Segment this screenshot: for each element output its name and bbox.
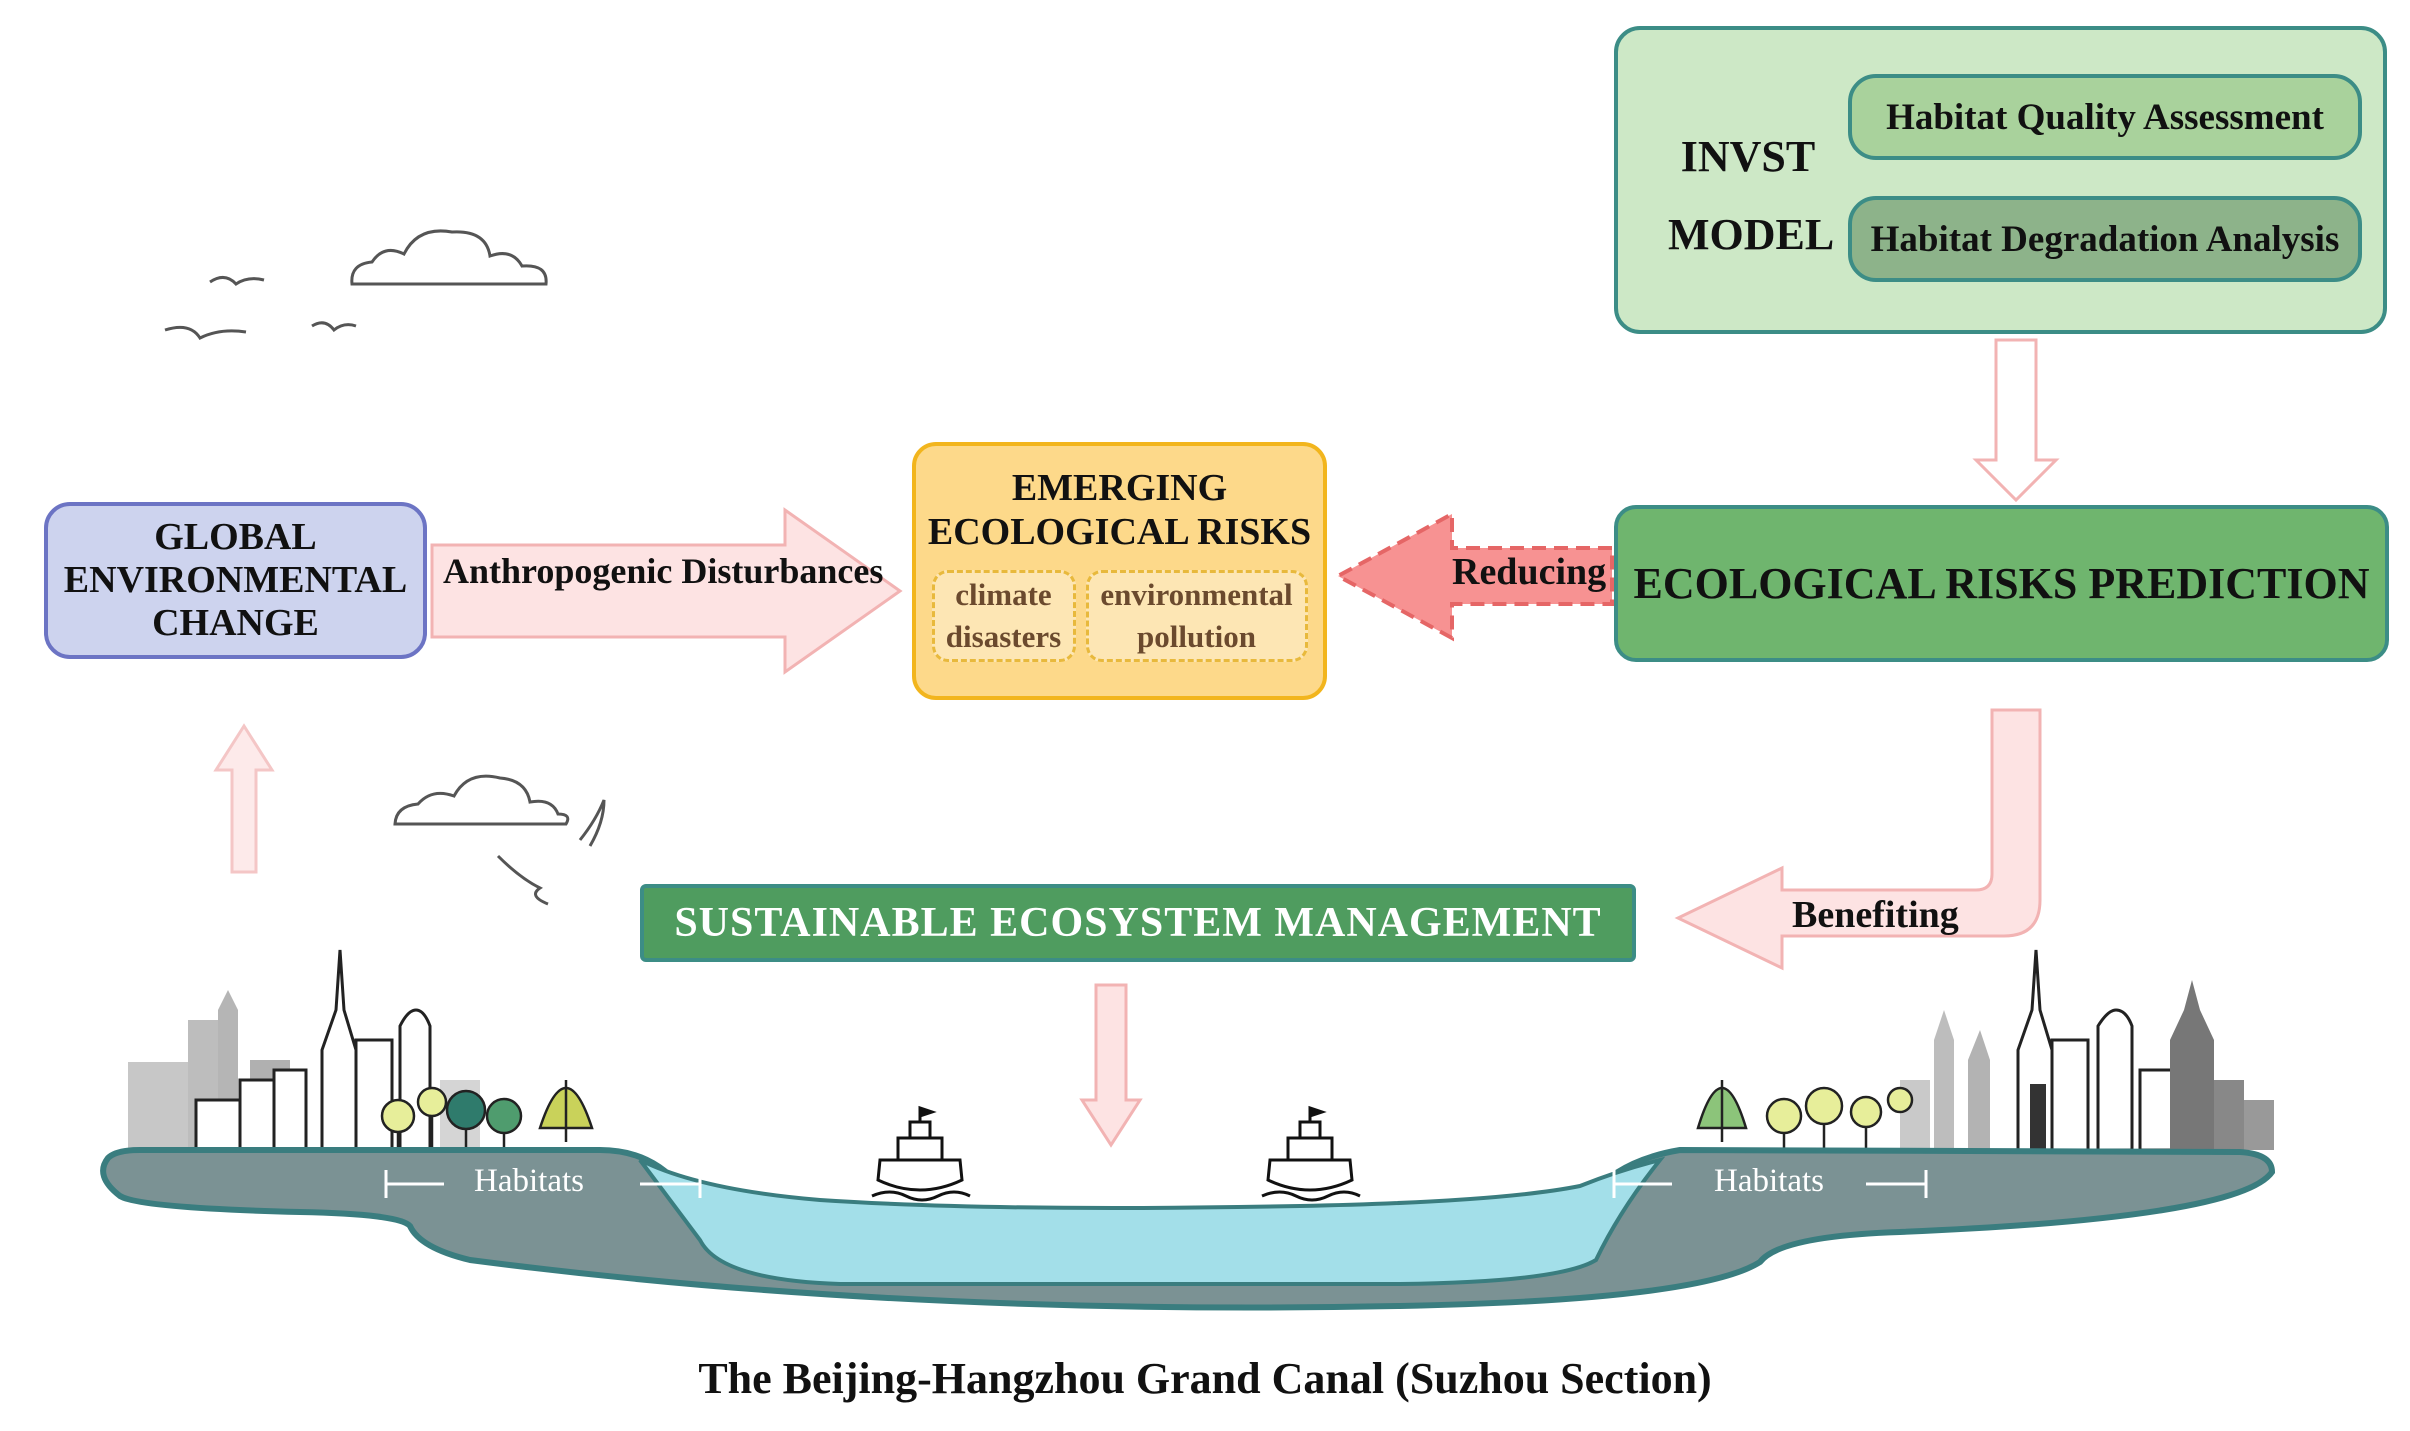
canal-water [638, 1156, 1666, 1286]
anthropogenic-arrow [430, 507, 903, 675]
benefiting-label: Benefiting [1792, 894, 1959, 936]
global-environmental-change-box: GLOBAL ENVIRONMENTAL CHANGE [44, 502, 427, 659]
climate-line-2: disasters [945, 619, 1062, 654]
emerging-title: EMERGING ECOLOGICAL RISKS [928, 466, 1311, 554]
invst-model-label: INVST MODEL [1668, 118, 1835, 274]
bird-icons [164, 276, 606, 906]
habitat-bracket-left [384, 1170, 702, 1198]
emerging-title-line-1: EMERGING [1011, 467, 1228, 509]
climate-line-1: climate [955, 577, 1052, 612]
left-trees [380, 1080, 594, 1150]
sustainable-ecosystem-management-box: SUSTAINABLE ECOSYSTEM MANAGEMENT [640, 884, 1636, 962]
reducing-label: Reducing [1452, 551, 1607, 593]
left-city-skyline [128, 949, 480, 1152]
habitat-quality-assessment-pill: Habitat Quality Assessment [1848, 74, 2362, 160]
global-line-3: CHANGE [152, 602, 319, 644]
anthropogenic-disturbances-label: Anthropogenic Disturbances [443, 551, 884, 591]
ship-icon-left [871, 1105, 971, 1202]
right-city-skyline [1900, 949, 2274, 1152]
invst-model-box: INVST MODEL Habitat Quality Assessment H… [1614, 26, 2387, 334]
invst-label-line-1: INVST [1680, 132, 1816, 181]
cloud-mid-icon [393, 774, 570, 826]
invst-label-line-2: MODEL [1668, 210, 1835, 259]
reducing-arrow [1333, 510, 1614, 642]
pollution-line-2: pollution [1137, 619, 1256, 654]
invst-down-arrow [1972, 338, 2060, 503]
pollution-line-1: environmental [1100, 577, 1293, 612]
figure-caption: The Beijing-Hangzhou Grand Canal (Suzhou… [698, 1354, 1712, 1403]
habitat-bracket-right [1612, 1170, 1928, 1198]
global-line-1: GLOBAL [154, 516, 317, 558]
benefiting-arrow [1674, 708, 2042, 971]
emerging-title-line-2: ECOLOGICAL RISKS [927, 511, 1312, 553]
habitat-degradation-analysis-pill: Habitat Degradation Analysis [1848, 196, 2362, 282]
environmental-pollution-box: environmental pollution [1085, 570, 1308, 662]
emerging-ecological-risks-box: EMERGING ECOLOGICAL RISKS climate disast… [912, 442, 1327, 700]
up-arrow [213, 723, 275, 874]
habitats-label-left: Habitats [474, 1163, 584, 1199]
climate-disasters-box: climate disasters [931, 570, 1076, 662]
ship-icon-right [1261, 1105, 1361, 1202]
global-line-2: ENVIRONMENTAL [63, 559, 408, 601]
management-down-arrow [1079, 983, 1143, 1148]
right-trees [1696, 1080, 1914, 1150]
emerging-subitems: climate disasters environmental pollutio… [931, 570, 1308, 662]
cloud-top-icon [350, 229, 548, 286]
habitats-label-right: Habitats [1714, 1163, 1824, 1199]
ecological-risks-prediction-box: ECOLOGICAL RISKS PREDICTION [1614, 505, 2389, 662]
